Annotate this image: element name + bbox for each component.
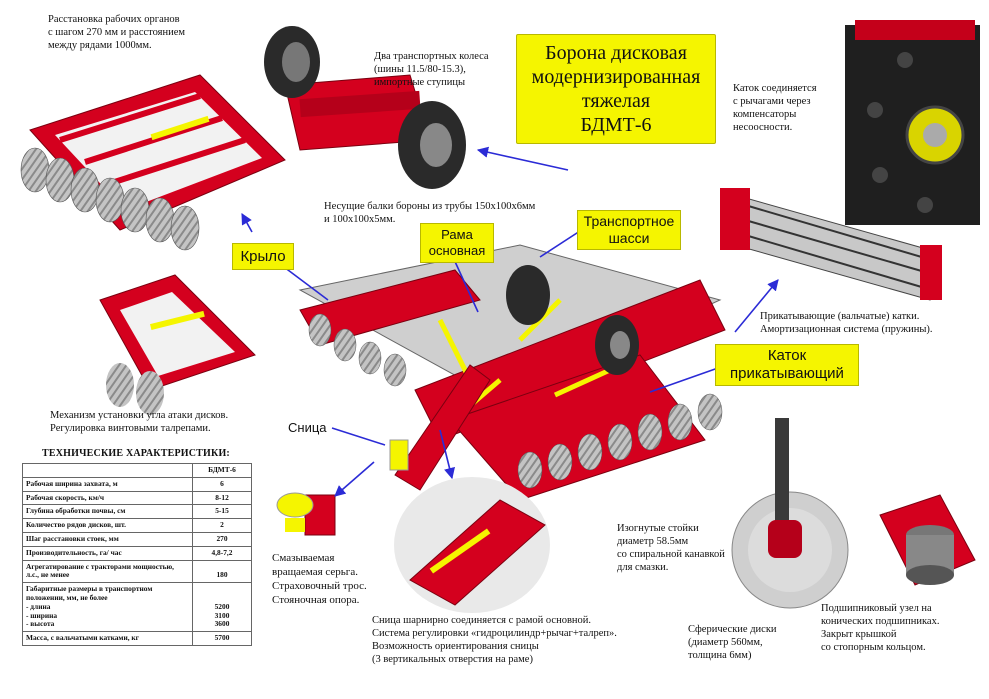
spec-label: Количество рядов дисков, шт. [22, 518, 193, 533]
note-snitsa-desc: Сница шарнирно соединяется с рамой основ… [372, 615, 617, 665]
note-katok-soed: Каток соединяется с рычагами через компе… [733, 83, 817, 133]
spec-header-row: БДМТ-6 [22, 463, 252, 478]
spec-value: 8-12 [192, 490, 252, 506]
note-podshipnik: Подшипниковый узел на конических подшипн… [821, 603, 940, 653]
spec-value: 5700 [192, 631, 252, 646]
angle-mechanism-drawing [99, 274, 256, 415]
spec-value: 180 [192, 559, 252, 584]
spec-value: 6 [192, 476, 252, 492]
spec-label: Рабочая скорость, км/ч [22, 490, 193, 506]
label-snitsa: Сница [288, 420, 327, 435]
spec-row: Количество рядов дисков, шт.2 [22, 518, 252, 533]
pressure-roller-drawing [720, 188, 942, 301]
spec-label: Масса, с вальчатыми катками, кг [22, 631, 193, 646]
main-frame-drawing [298, 244, 726, 501]
note-diski: Сферические диски (диаметр 560мм, толщин… [688, 624, 777, 661]
spec-model: БДМТ-6 [192, 463, 252, 478]
spec-label: Габаритные размеры в транспортном положе… [22, 582, 193, 633]
spec-label: Шаг расстановки стоек, мм [22, 531, 193, 547]
label-katok: Каток прикатывающий [715, 344, 859, 386]
note-mekhanizm: Механизм установки угла атаки дисков. Ре… [50, 410, 229, 434]
label-krylo: Крыло [232, 243, 294, 270]
label-rama: Рама основная [420, 223, 494, 263]
label-shassi: Транспортное шасси [577, 210, 681, 250]
spec-value: 4,8-7,2 [192, 545, 252, 561]
note-stoiki: Изогнутые стойки диаметр 58.5мм со спира… [617, 523, 725, 573]
note-balki: Несущие балки бороны из трубы 150х100х6м… [324, 201, 536, 225]
note-kolesa: Два транспортных колеса (шины 11.5/80-15… [374, 51, 489, 88]
spec-header-blank [22, 463, 193, 478]
hitch-ring-drawing [276, 492, 336, 536]
spec-value: 2 [192, 518, 252, 533]
spec-row: Агрегатирование с тракторами мощностью, … [22, 559, 252, 584]
drawbar-closeup-drawing [394, 477, 550, 613]
spec-value: 270 [192, 531, 252, 547]
wing-section-drawing [20, 74, 286, 251]
bearing-unit-drawing [879, 494, 976, 586]
disc-drawing [731, 418, 849, 609]
spec-label: Глубина обработки почвы, см [22, 504, 193, 520]
spec-value: 5-15 [192, 504, 252, 520]
transport-wheels-drawing [264, 26, 466, 189]
spec-value: 5200 3100 3600 [192, 582, 252, 633]
note-rasstanovka: Расстановка рабочих органов с шагом 270 … [48, 14, 186, 51]
note-prikatyv: Прикатывающие (вальчатые) катки. Амортиз… [760, 311, 933, 335]
spec-label: Рабочая ширина захвата, м [22, 476, 193, 492]
roller-hub-drawing [845, 20, 980, 225]
spec-title: ТЕХНИЧЕСКИЕ ХАРАКТЕРИСТИКИ: [42, 448, 230, 459]
page-title: Борона дисковая модернизированная тяжела… [516, 34, 716, 144]
spec-label: Агрегатирование с тракторами мощностью, … [22, 559, 193, 584]
spec-row: Габаритные размеры в транспортном положе… [22, 582, 252, 633]
note-serga: Смазываемая вращаемая серьга. Страховочн… [272, 552, 367, 606]
spec-label: Производительность, га/ час [22, 545, 193, 561]
